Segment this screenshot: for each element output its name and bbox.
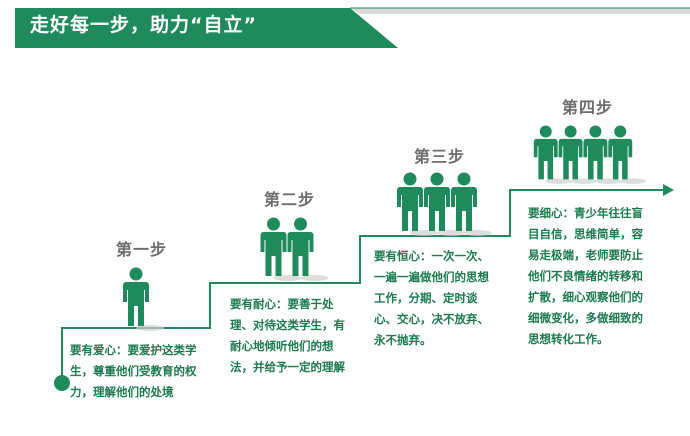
person-icon bbox=[424, 172, 465, 236]
step-3-title: 第三步 bbox=[414, 147, 466, 166]
people-figures bbox=[123, 125, 647, 331]
page-title: 走好每一步，助力“自立” bbox=[30, 14, 257, 36]
person-icon bbox=[533, 125, 572, 184]
person-icon bbox=[123, 267, 164, 331]
arrow-head-icon bbox=[663, 184, 674, 196]
person-icon bbox=[583, 125, 622, 184]
person-icon bbox=[260, 217, 302, 281]
person-icon bbox=[287, 217, 329, 281]
step-2-title: 第二步 bbox=[264, 190, 316, 209]
header-banner bbox=[15, 8, 398, 48]
step-1-title: 第一步 bbox=[116, 240, 168, 259]
step-4-title: 第四步 bbox=[562, 98, 614, 117]
start-dot bbox=[54, 375, 70, 391]
header-banner-shadow bbox=[350, 8, 690, 14]
person-icon bbox=[451, 172, 492, 236]
person-icon bbox=[558, 125, 597, 184]
step-1-description: 要有爱心：要爱护这类学生，尊重他们受教育的权力，理解他们的处境 bbox=[70, 343, 197, 399]
person-icon bbox=[397, 172, 438, 236]
step-4-description: 要细心：青少年往往盲目自信，思维简单，容易走极端，老师要防止他们不良情绪的转移和… bbox=[528, 206, 643, 346]
person-icon bbox=[608, 125, 647, 184]
staircase-line bbox=[61, 189, 663, 383]
step-3-description: 要有恒心：一次一次、一遍一遍做他们的思想工作，分期、定时谈心、交心，决不放弃、永… bbox=[374, 249, 489, 347]
step-2-description: 要有耐心：要善于处理、对待这类学生，有耐心地倾听他们的想法，并给予一定的理解 bbox=[230, 297, 345, 374]
